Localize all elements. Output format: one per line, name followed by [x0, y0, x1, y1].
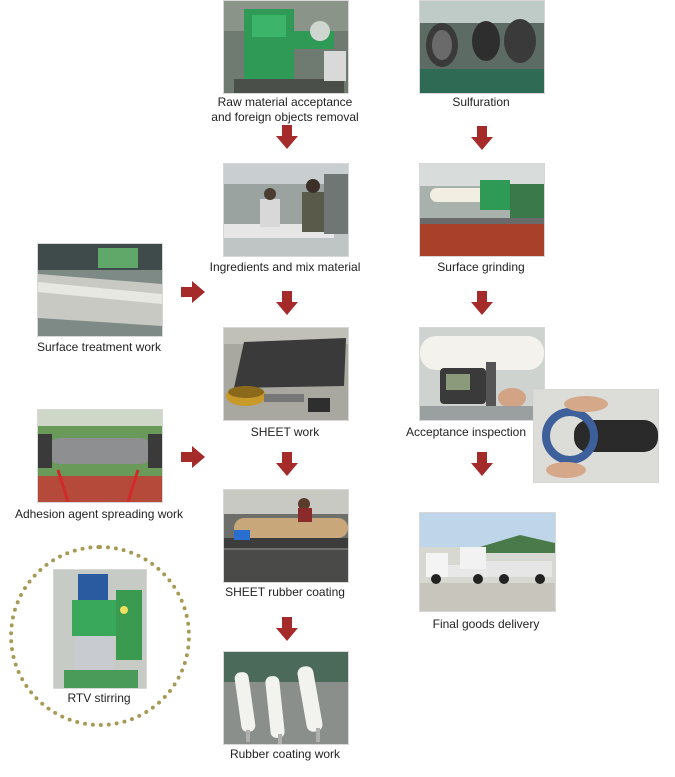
- photo-raw-material: [223, 0, 349, 94]
- rtv-dotted-ring: [9, 545, 191, 727]
- photo-adhesion: [37, 409, 163, 503]
- caption-raw-material: Raw material acceptance and foreign obje…: [195, 95, 375, 125]
- surface-treatment-roller-image: [38, 244, 162, 336]
- acceptance-inspection-image: [420, 328, 544, 420]
- caption-surface-grinding-label: Surface grinding: [437, 260, 525, 274]
- photo-acceptance: [419, 327, 545, 421]
- sulfuration-autoclave-image: [420, 1, 544, 93]
- photo-sulfuration: [419, 0, 545, 94]
- caption-sheet-rubber-label: SHEET rubber coating: [225, 585, 345, 599]
- caption-raw-material-line1: Raw material acceptance: [217, 95, 353, 109]
- raw-material-machine-image: [224, 1, 348, 93]
- surface-grinding-machine-image: [420, 164, 544, 256]
- photo-surface-grinding: [419, 163, 545, 257]
- photo-ingredients: [223, 163, 349, 257]
- sheet-rubber-coating-image: [224, 490, 348, 582]
- caption-rtv: RTV stirring: [9, 691, 189, 706]
- rtv-stirring-machine-image: [54, 570, 146, 688]
- caption-sheet-work: SHEET work: [195, 425, 375, 440]
- arrow-down-3: [276, 452, 298, 476]
- sheet-work-image: [224, 328, 348, 420]
- caption-sheet-rubber: SHEET rubber coating: [195, 585, 375, 600]
- caption-adhesion: Adhesion agent spreading work: [2, 507, 196, 522]
- caption-final-delivery-label: Final goods delivery: [432, 617, 540, 631]
- arrow-down-5: [471, 126, 493, 150]
- caption-rubber-coating: Rubber coating work: [195, 747, 375, 762]
- arrow-right-2: [181, 446, 205, 468]
- final-delivery-trucks-image: [420, 513, 555, 611]
- photo-rubber-coating: [223, 651, 349, 745]
- caption-raw-material-line2: and foreign objects removal: [211, 110, 359, 124]
- arrow-down-2: [276, 291, 298, 315]
- caption-ingredients: Ingredients and mix material: [195, 260, 375, 275]
- caption-acceptance-label: Acceptance inspection: [405, 425, 527, 439]
- caption-sulfuration-label: Sulfuration: [452, 95, 510, 109]
- caption-ingredients-label: Ingredients and mix material: [209, 260, 361, 274]
- arrow-down-7: [471, 452, 493, 476]
- arrow-down-4: [276, 617, 298, 641]
- caption-acceptance: Acceptance inspection: [376, 425, 556, 440]
- caption-surface-treatment-label: Surface treatment work: [36, 340, 162, 354]
- adhesion-agent-roller-image: [38, 410, 162, 502]
- caption-adhesion-label: Adhesion agent spreading work: [14, 507, 184, 521]
- photo-sheet-rubber: [223, 489, 349, 583]
- arrow-down-6: [471, 291, 493, 315]
- arrow-right-1: [181, 281, 205, 303]
- caption-final-delivery: Final goods delivery: [396, 617, 576, 632]
- caption-sulfuration: Sulfuration: [391, 95, 571, 110]
- photo-sheet-work: [223, 327, 349, 421]
- rubber-coating-rollers-image: [224, 652, 348, 744]
- caption-rubber-coating-label: Rubber coating work: [229, 747, 341, 761]
- caption-rtv-label: RTV stirring: [67, 691, 131, 705]
- caption-sheet-work-label: SHEET work: [250, 425, 320, 439]
- photo-final-delivery: [419, 512, 556, 612]
- arrow-down-1: [276, 125, 298, 149]
- photo-surface-treatment: [37, 243, 163, 337]
- acceptance-inspection-inset-image: [534, 390, 658, 482]
- caption-surface-grinding: Surface grinding: [391, 260, 571, 275]
- photo-rtv: [53, 569, 147, 689]
- photo-acceptance-inset: [533, 389, 659, 483]
- caption-surface-treatment: Surface treatment work: [9, 340, 189, 355]
- ingredients-workers-image: [224, 164, 348, 256]
